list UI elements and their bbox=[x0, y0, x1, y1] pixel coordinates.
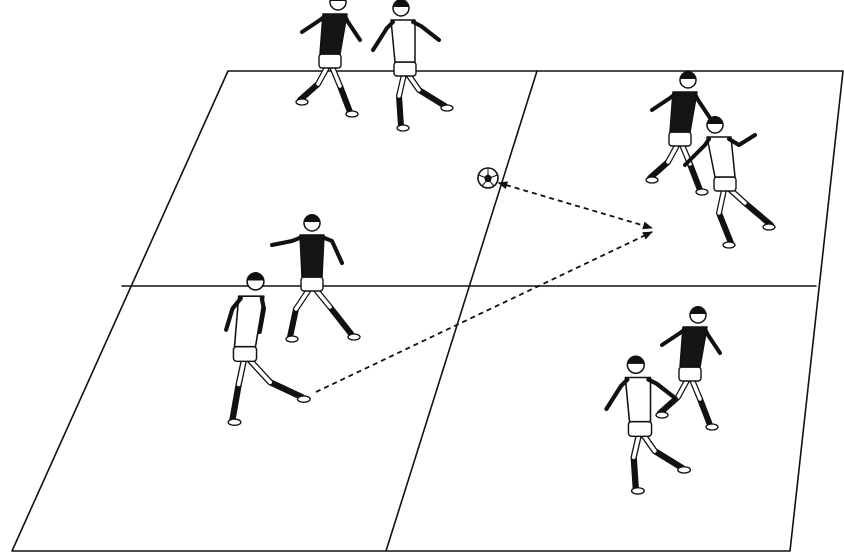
player-shorts bbox=[394, 62, 416, 76]
player-limb bbox=[322, 237, 342, 263]
player-hair bbox=[330, 0, 346, 1]
player-shorts bbox=[301, 277, 323, 291]
dark-jersey-player-icon bbox=[646, 71, 710, 195]
player-jersey bbox=[680, 327, 707, 367]
field-midline-vertical bbox=[386, 71, 537, 551]
player-hair bbox=[680, 71, 696, 79]
dark-jersey-player-icon bbox=[296, 0, 360, 117]
player-limb bbox=[729, 135, 755, 145]
player-shorts bbox=[669, 132, 691, 146]
player-boot bbox=[296, 99, 308, 105]
player-limb bbox=[413, 22, 439, 40]
player-limb bbox=[695, 94, 710, 118]
pass-arrow-to-ball bbox=[506, 185, 652, 228]
player-limb bbox=[606, 380, 627, 409]
player-boot bbox=[646, 177, 658, 183]
player-boot bbox=[656, 412, 668, 418]
player-jersey bbox=[625, 378, 650, 422]
player-boot bbox=[441, 105, 453, 111]
player-limb bbox=[373, 22, 393, 50]
player-boot bbox=[346, 111, 358, 117]
player-boot bbox=[286, 336, 298, 342]
player-boot bbox=[706, 424, 718, 430]
player-shorts bbox=[679, 367, 701, 381]
player-boot bbox=[397, 125, 409, 131]
light-jersey-player-icon bbox=[373, 0, 453, 131]
player-boot bbox=[298, 396, 311, 402]
player-shorts bbox=[628, 422, 651, 437]
player-limb bbox=[719, 185, 731, 243]
dark-jersey-player-icon bbox=[272, 214, 360, 342]
player-jersey bbox=[670, 92, 697, 132]
player-boot bbox=[696, 189, 708, 195]
player-limb bbox=[272, 237, 302, 245]
player-shorts bbox=[233, 347, 256, 362]
player-limb bbox=[345, 16, 360, 40]
player-jersey bbox=[300, 235, 324, 277]
soccer-ball-icon bbox=[478, 168, 498, 188]
player-limb bbox=[648, 380, 675, 399]
player-boot bbox=[723, 242, 735, 248]
player-boot bbox=[228, 419, 241, 425]
pass-arrow-long bbox=[316, 232, 652, 392]
light-jersey-player-icon bbox=[606, 355, 690, 494]
player-boot bbox=[632, 488, 645, 494]
player-jersey bbox=[707, 137, 735, 177]
player-limb bbox=[705, 329, 720, 353]
player-boot bbox=[678, 467, 691, 473]
player-boot bbox=[348, 334, 360, 340]
player-head bbox=[330, 0, 346, 10]
dark-jersey-player-icon bbox=[656, 306, 720, 430]
player-jersey bbox=[320, 14, 347, 54]
player-shorts bbox=[714, 177, 736, 191]
player-hair bbox=[690, 306, 706, 314]
player-hair bbox=[393, 0, 409, 7]
light-jersey-player-icon bbox=[226, 272, 310, 425]
pass-lines bbox=[316, 185, 652, 392]
player-hair bbox=[304, 214, 320, 222]
player-jersey bbox=[391, 20, 415, 62]
players-layer bbox=[226, 0, 775, 494]
player-hair bbox=[247, 272, 264, 280]
player-hair bbox=[627, 355, 644, 363]
player-shorts bbox=[319, 54, 341, 68]
player-boot bbox=[763, 224, 775, 230]
